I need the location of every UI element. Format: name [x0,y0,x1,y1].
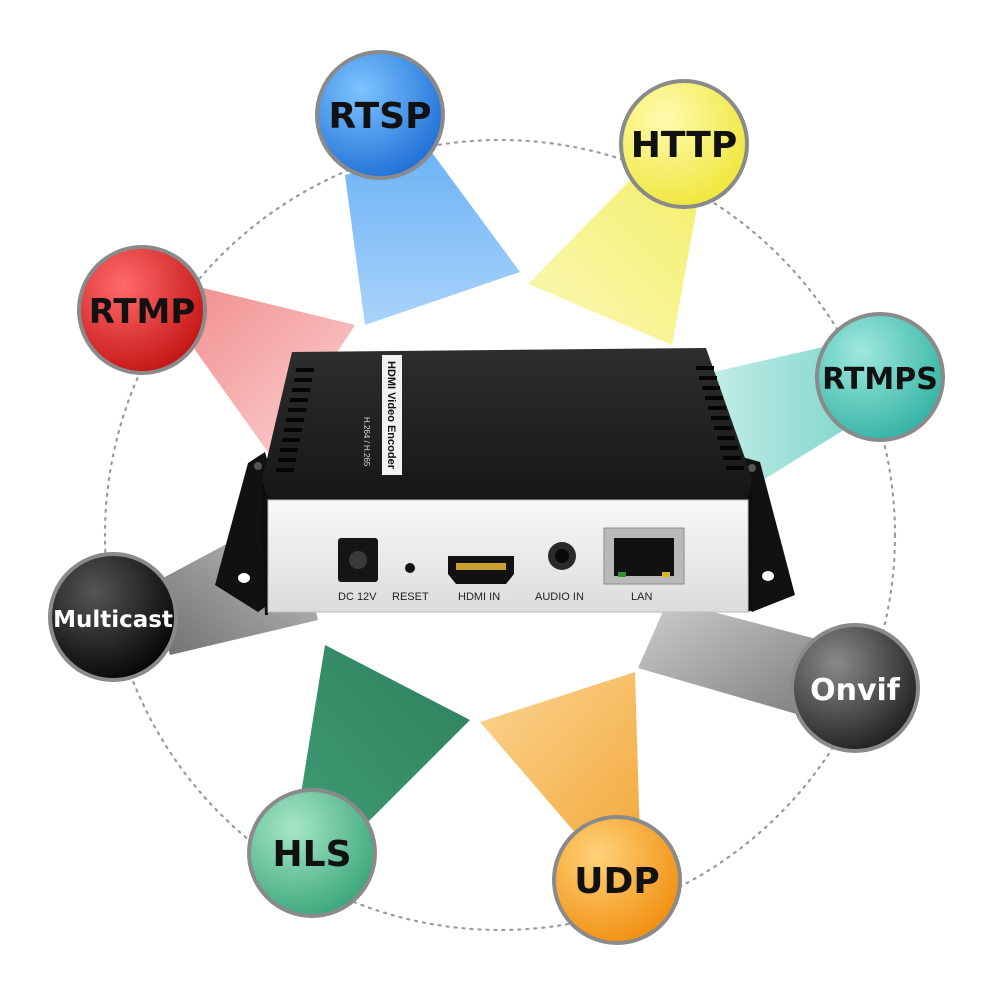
right-ear-hole [762,571,774,581]
audio-port-label: AUDIO IN [535,591,584,603]
rtsp-circle [315,50,445,180]
lan-port-socket [614,538,674,576]
rtsp-label: RTSP [329,96,432,137]
multicast-circle [48,552,178,682]
dc-jack-pin [349,551,367,569]
multicast-label: Multicast [53,607,173,633]
left-side-edge [262,480,268,615]
bubble-udp: UDP [552,815,682,945]
top-label-text: HDMI Video Encoder [385,361,397,470]
onvif-beam [638,600,820,715]
right-ear-screw [748,464,756,472]
left-mounting-ear [215,452,275,612]
left-ear-hole [238,573,250,583]
bubble-rtmp: RTMP [77,245,207,375]
lan-led-right [662,572,670,577]
left-ear-screw [254,462,262,470]
device-top-lid [262,348,752,507]
top-label-strip: HDMI Video Encoder H.264 / H.265 [362,355,402,475]
bubble-rtsp: RTSP [315,50,445,180]
dotted-ring [103,138,897,932]
udp-beam [480,672,640,850]
rtmp-label: RTMP [89,292,196,332]
http-beam [528,170,700,345]
right-side-edge [748,478,752,612]
hls-circle [247,788,377,918]
bubble-rtmps: RTMPS [815,312,945,442]
onvif-circle [790,623,920,753]
onvif-label: Onvif [810,673,901,708]
bubble-http: HTTP [619,79,749,209]
reset-button-hole [405,563,415,573]
left-vents [275,368,315,472]
lan-led-left [618,572,626,577]
hdmi-port-label: HDMI IN [458,591,500,603]
top-sublabel-text: H.264 / H.265 [362,417,371,467]
http-label: HTTP [631,125,737,166]
hdmi-port-contacts [456,563,506,570]
rtmp-circle [77,245,207,375]
rtmp-beam [170,280,355,455]
rtmps-label: RTMPS [822,362,938,397]
top-label-background [382,355,402,475]
hls-beam [300,645,470,830]
audio-jack-hole [555,549,569,563]
bubble-multicast: Multicast [48,552,178,682]
right-vents [696,366,744,470]
udp-label: UDP [574,861,660,902]
bubble-onvif: Onvif [790,623,920,753]
rtsp-beam [345,150,520,325]
lan-port-label: LAN [631,591,652,603]
hls-label: HLS [273,834,352,875]
bubble-hls: HLS [247,788,377,918]
dc-port-label: DC 12V [338,591,377,603]
http-circle [619,79,749,209]
video-encoder-device: HDMI Video Encoder H.264 / H.265 DC 12V … [215,348,795,615]
udp-circle [552,815,682,945]
rtmps-circle [815,312,945,442]
reset-port-label: RESET [392,591,429,603]
